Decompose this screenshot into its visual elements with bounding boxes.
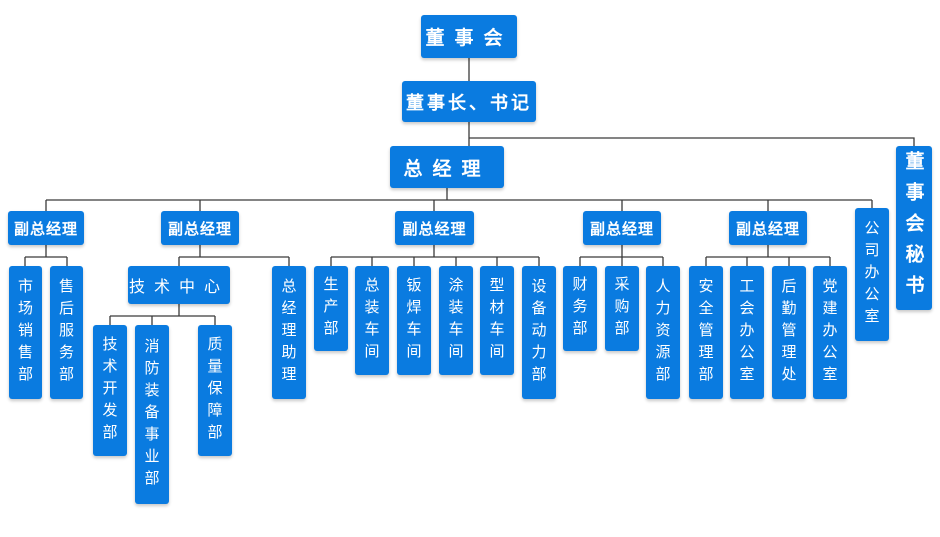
node-label: 生产部 — [321, 275, 340, 342]
node-label: 总经理 — [403, 157, 491, 180]
node-equipment-power: 设备动力部 — [522, 266, 556, 399]
node-label: 钣焊车间 — [404, 276, 423, 365]
node-tech-dev: 技术开发部 — [93, 325, 127, 456]
node-tech-center: 技术中心 — [128, 266, 230, 304]
node-label: 总装车间 — [362, 276, 381, 365]
node-hr: 人力资源部 — [646, 266, 680, 399]
node-deputy-3: 副总经理 — [395, 211, 474, 245]
node-label: 副总经理 — [735, 219, 800, 238]
node-label: 技术中心 — [128, 277, 229, 296]
node-painting-workshop: 涂装车间 — [439, 266, 473, 375]
node-label: 设备动力部 — [529, 277, 548, 388]
node-label: 总经理助理 — [279, 277, 298, 388]
node-sheet-metal-workshop: 钣焊车间 — [397, 266, 431, 375]
node-board-secretary: 董事会秘书 — [896, 146, 932, 310]
node-purchasing: 采购部 — [605, 266, 639, 351]
node-profile-workshop: 型材车间 — [480, 266, 514, 375]
node-label: 涂装车间 — [446, 276, 465, 365]
node-fire-equipment: 消防装备事业部 — [135, 325, 169, 504]
node-label: 工会办公室 — [737, 277, 756, 388]
node-label: 董事长、书记 — [406, 92, 532, 114]
node-label: 董事会 — [425, 27, 513, 49]
node-label: 质量保障部 — [205, 335, 224, 446]
node-label: 财务部 — [570, 275, 589, 342]
node-deputy-4: 副总经理 — [583, 211, 661, 245]
node-label: 技术开发部 — [100, 335, 119, 446]
node-logistics: 后勤管理处 — [772, 266, 806, 399]
node-label: 董事会秘书 — [902, 150, 925, 306]
node-label: 公司办公室 — [862, 219, 881, 330]
node-finance: 财务部 — [563, 266, 597, 351]
node-label: 采购部 — [612, 275, 631, 342]
connector-chairman-secretary — [469, 137, 915, 146]
node-label: 副总经理 — [402, 219, 467, 238]
node-label: 副总经理 — [13, 219, 78, 238]
node-party-office: 党建办公室 — [813, 266, 847, 399]
node-label: 副总经理 — [167, 219, 232, 238]
node-assembly-workshop: 总装车间 — [355, 266, 389, 375]
node-label: 后勤管理处 — [779, 277, 798, 388]
node-safety: 安全管理部 — [689, 266, 723, 399]
node-gm-assistant: 总经理助理 — [272, 266, 306, 399]
node-quality: 质量保障部 — [198, 325, 232, 456]
node-deputy-1: 副总经理 — [8, 211, 84, 245]
node-label: 售后服务部 — [57, 277, 75, 388]
node-marketing: 市场销售部 — [9, 266, 42, 399]
node-label: 党建办公室 — [820, 277, 839, 388]
node-general-manager: 总经理 — [390, 146, 504, 188]
node-label: 人力资源部 — [653, 277, 672, 388]
node-company-office: 公司办公室 — [855, 208, 889, 341]
node-deputy-5: 副总经理 — [729, 211, 807, 245]
node-label: 市场销售部 — [16, 277, 34, 388]
node-label: 消防装备事业部 — [142, 337, 161, 492]
node-chairman: 董事长、书记 — [402, 81, 536, 122]
node-board: 董事会 — [421, 15, 517, 58]
node-deputy-2: 副总经理 — [161, 211, 239, 245]
node-after-sales: 售后服务部 — [50, 266, 83, 399]
node-union-office: 工会办公室 — [730, 266, 764, 399]
node-label: 安全管理部 — [696, 277, 715, 388]
node-production: 生产部 — [314, 266, 348, 351]
node-label: 副总经理 — [589, 219, 654, 238]
node-label: 型材车间 — [487, 276, 506, 365]
